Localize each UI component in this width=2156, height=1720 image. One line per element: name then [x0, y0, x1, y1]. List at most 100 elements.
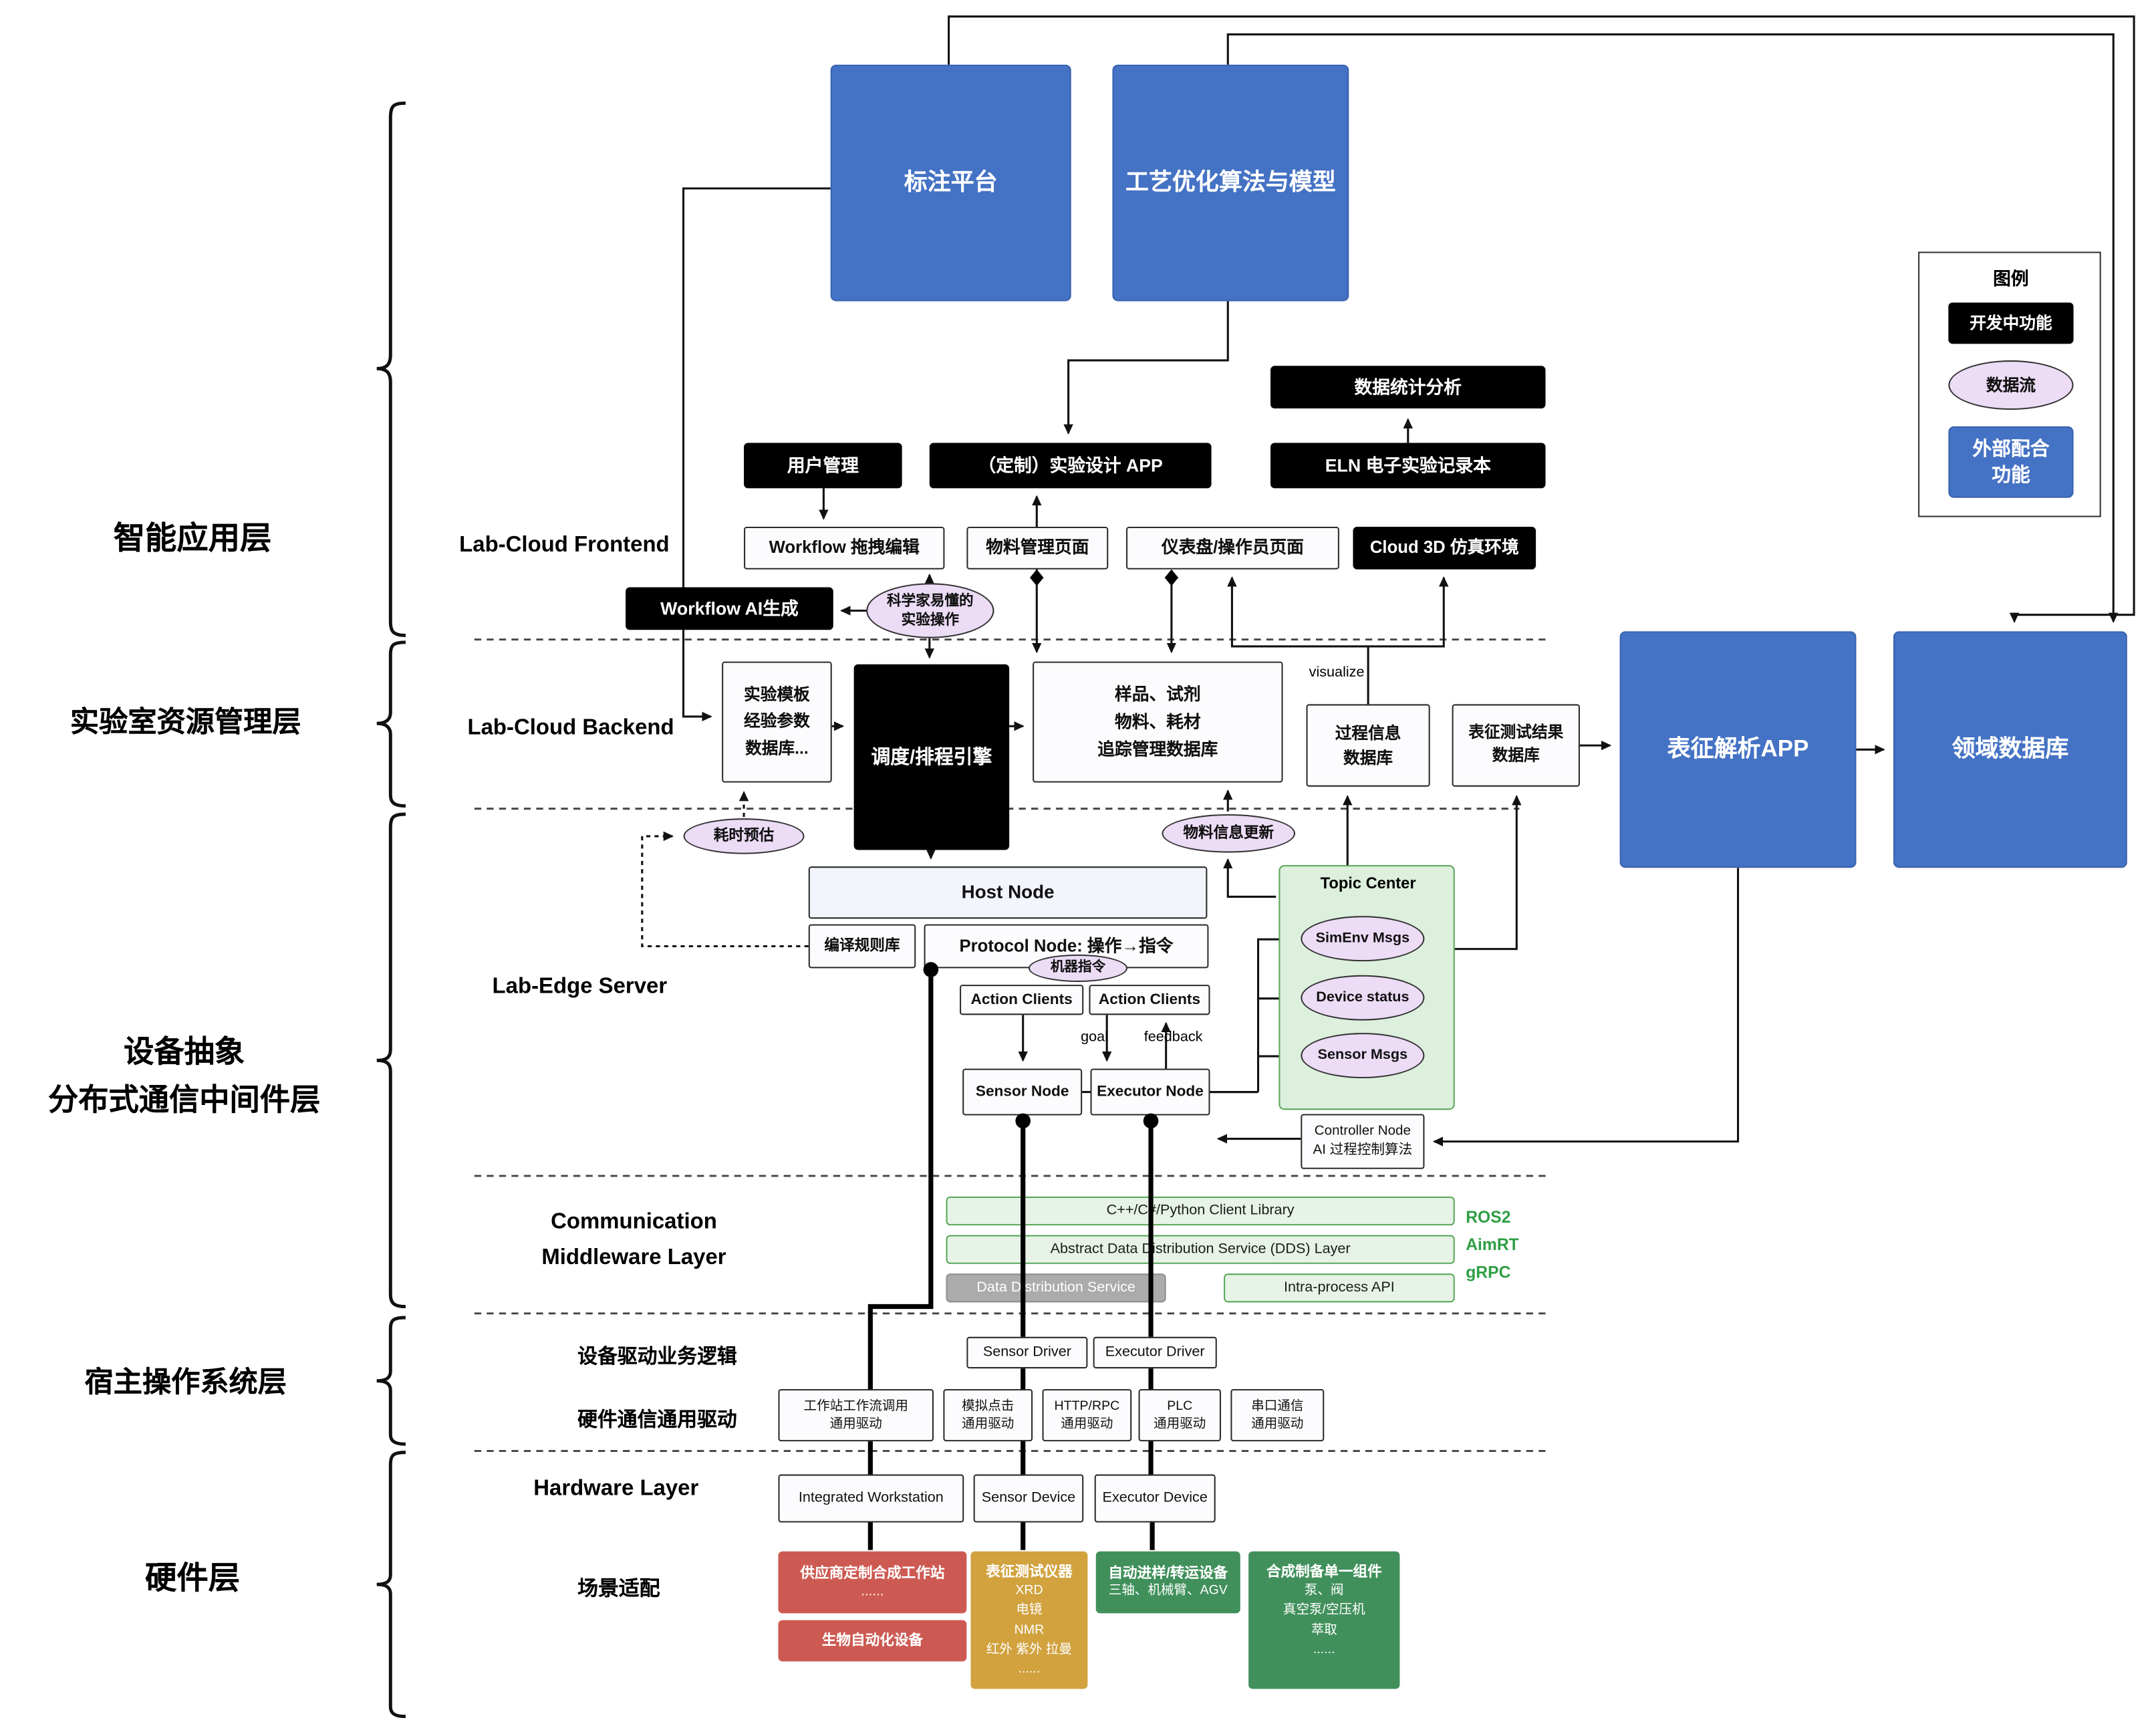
legend-developing-label: 开发中功能: [1970, 313, 2052, 333]
node-autosampler-title: 自动进样/转运设备: [1108, 1565, 1228, 1582]
node-cloud-3d-sim-label: Cloud 3D 仿真环境: [1369, 537, 1519, 558]
node-workflow-ai: Workflow AI生成: [626, 587, 833, 630]
node-click-driver-label: 模拟点击 通用驱动: [962, 1398, 1015, 1432]
section-label-scenario: 场景适配: [577, 1577, 660, 1601]
node-synthesis-components-title: 合成制备单一组件: [1266, 1564, 1382, 1580]
node-synthesis-components-lines: 泵、阀 真空泵/空压机 萃取 ......: [1283, 1583, 1365, 1658]
node-plc-driver: PLC 通用驱动: [1138, 1388, 1221, 1442]
node-intra-process-api: Intra-process API: [1224, 1273, 1455, 1303]
node-executor-driver: Executor Driver: [1093, 1336, 1217, 1369]
node-executor-device-label: Executor Device: [1102, 1490, 1208, 1507]
layer-label-app: 智能应用层: [113, 519, 272, 556]
node-workstation-driver: 工作站工作流调用 通用驱动: [778, 1388, 934, 1442]
node-executor-device: Executor Device: [1094, 1474, 1216, 1523]
node-workflow-ai-label: Workflow AI生成: [660, 598, 799, 619]
node-integrated-workstation-label: Integrated Workstation: [798, 1490, 944, 1507]
node-scheduler-engine: 调度/排程引擎: [853, 664, 1010, 850]
node-host-node-label: Host Node: [961, 881, 1055, 902]
node-host-node: Host Node: [808, 866, 1208, 919]
node-action-clients-a-label: Action Clients: [970, 991, 1073, 1008]
layer-label-hardware: 硬件层: [145, 1560, 241, 1596]
label-ros2: ROS2: [1466, 1207, 1511, 1227]
dataflow-simenv-msgs: SimEnv Msgs: [1301, 916, 1425, 962]
dataflow-machine-command: 机器指令: [1028, 954, 1128, 982]
legend-external-label: 外部配合 功能: [1972, 437, 2050, 486]
node-cloud-3d-sim: Cloud 3D 仿真环境: [1353, 526, 1536, 570]
section-label-hw-driver: 硬件通信通用驱动: [577, 1409, 737, 1432]
node-sensor-driver: Sensor Driver: [966, 1336, 1088, 1369]
node-characterization-result-db-label: 表征测试结果 数据库: [1468, 724, 1564, 765]
node-process-optimization-label: 工艺优化算法与模型: [1125, 168, 1336, 195]
node-sensor-device-label: Sensor Device: [981, 1490, 1076, 1507]
node-http-rpc-driver-label: HTTP/RPC 通用驱动: [1054, 1398, 1120, 1432]
layer-braces: [376, 101, 406, 1719]
node-dashboard-page-label: 仪表盘/操作员页面: [1161, 537, 1304, 558]
node-characterization-instruments-title: 表征测试仪器: [986, 1564, 1073, 1580]
dotted-arrows: [641, 791, 809, 948]
node-serial-driver: 串口通信 通用驱动: [1230, 1388, 1325, 1442]
label-feedback: feedback: [1143, 1028, 1203, 1046]
node-sample-tracking-db-label: 样品、试剂 物料、耗材 追踪管理数据库: [1097, 685, 1218, 759]
node-domain-db: 领域数据库: [1893, 631, 2127, 868]
node-vendor-workstation-sub: ......: [861, 1584, 884, 1600]
node-synthesis-components: 合成制备单一组件 泵、阀 真空泵/空压机 萃取 ......: [1248, 1551, 1400, 1689]
node-eln-label: ELN 电子实验记录本: [1325, 455, 1491, 476]
layer-label-middleware: 设备抽象 分布式通信中间件层: [47, 1034, 321, 1117]
node-bio-automation: 生物自动化设备: [778, 1620, 967, 1662]
node-bio-automation-label: 生物自动化设备: [821, 1632, 924, 1649]
node-executor-driver-label: Executor Driver: [1105, 1344, 1205, 1361]
node-characterization-app: 表征解析APP: [1619, 631, 1857, 868]
node-material-page-label: 物料管理页面: [986, 537, 1089, 558]
node-domain-db-label: 领域数据库: [1951, 735, 2069, 761]
panel-topic-center-title: Topic Center: [1320, 876, 1416, 893]
node-dds-service-label: Data Distribution Service: [976, 1279, 1135, 1296]
node-serial-driver-label: 串口通信 通用驱动: [1251, 1398, 1304, 1432]
label-aimrt: AimRT: [1466, 1235, 1519, 1255]
node-sample-tracking-db: 样品、试剂 物料、耗材 追踪管理数据库: [1033, 661, 1283, 783]
layer-label-resource: 实验室资源管理层: [70, 707, 301, 739]
node-click-driver: 模拟点击 通用驱动: [943, 1388, 1033, 1442]
section-label-backend: Lab-Cloud Backend: [467, 716, 674, 740]
dataflow-time-estimation-label: 耗时预估: [713, 827, 775, 844]
node-client-library: C++/C#/Python Client Library: [946, 1196, 1455, 1226]
node-characterization-instruments-lines: XRD 电镜 NMR 红外 紫外 拉曼 ......: [986, 1583, 1073, 1677]
node-characterization-app-label: 表征解析APP: [1667, 735, 1809, 761]
node-scheduler-engine-label: 调度/排程引擎: [871, 745, 992, 768]
dataflow-sensor-msgs: Sensor Msgs: [1301, 1033, 1425, 1079]
node-workflow-editor-label: Workflow 拖拽编辑: [769, 537, 920, 558]
node-action-clients-a: Action Clients: [960, 985, 1084, 1015]
dataflow-sensor-msgs-label: Sensor Msgs: [1317, 1047, 1408, 1064]
section-label-edge: Lab-Edge Server: [492, 975, 668, 999]
dataflow-machine-command-label: 机器指令: [1050, 960, 1106, 976]
node-process-info-db: 过程信息 数据库: [1306, 704, 1430, 787]
node-sensor-node-label: Sensor Node: [975, 1083, 1069, 1100]
node-vendor-workstation: 供应商定制合成工作站 ......: [778, 1551, 967, 1614]
node-template-db: 实验模板 经验参数 数据库...: [722, 661, 832, 783]
dataflow-simenv-msgs-label: SimEnv Msgs: [1315, 930, 1410, 947]
section-label-hardware-layer: Hardware Layer: [533, 1477, 699, 1501]
node-executor-node: Executor Node: [1090, 1068, 1210, 1116]
node-data-statistics-label: 数据统计分析: [1354, 376, 1462, 398]
node-client-library-label: C++/C#/Python Client Library: [1106, 1203, 1295, 1219]
label-goal: goal: [1081, 1028, 1108, 1046]
node-compile-rules: 编译规则库: [808, 924, 916, 969]
node-compile-rules-label: 编译规则库: [824, 937, 900, 954]
node-sensor-driver-label: Sensor Driver: [982, 1344, 1071, 1361]
node-workflow-editor: Workflow 拖拽编辑: [744, 526, 945, 570]
node-controller-node: Controller Node AI 过程控制算法: [1301, 1114, 1425, 1169]
node-process-info-db-label: 过程信息 数据库: [1335, 723, 1401, 768]
node-data-statistics: 数据统计分析: [1270, 366, 1546, 409]
node-dashboard-page: 仪表盘/操作员页面: [1126, 526, 1339, 570]
section-label-comm: Communication Middleware Layer: [541, 1210, 726, 1270]
layer-label-host-os: 宿主操作系统层: [84, 1367, 287, 1399]
node-integrated-workstation: Integrated Workstation: [778, 1474, 964, 1523]
node-http-rpc-driver: HTTP/RPC 通用驱动: [1042, 1388, 1132, 1442]
legend-external-swatch: 外部配合 功能: [1948, 426, 2074, 498]
node-controller-node-label: Controller Node AI 过程控制算法: [1313, 1123, 1413, 1158]
dataflow-time-estimation: 耗时预估: [683, 818, 805, 854]
legend-dataflow-swatch: 数据流: [1948, 360, 2074, 410]
node-process-optimization: 工艺优化算法与模型: [1112, 64, 1349, 301]
node-user-management: 用户管理: [744, 443, 902, 489]
